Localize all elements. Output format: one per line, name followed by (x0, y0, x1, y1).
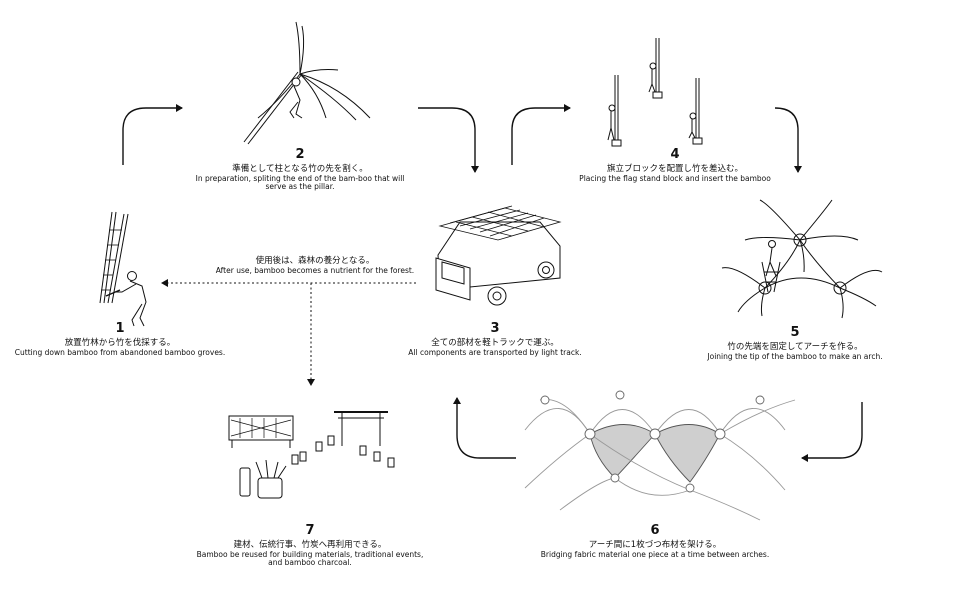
step-text-en: Placing the flag stand block and insert … (579, 173, 771, 183)
forest-nutrient-note: 使用後は、森林の養分となる。 After use, bamboo becomes… (200, 256, 430, 275)
step-text-en: Cutting down bamboo from abandoned bambo… (14, 347, 226, 357)
step-3-caption: 3 全ての部材を軽トラックで運ぶ。 All components are tra… (380, 321, 610, 357)
arrow-6-to-3 (453, 397, 516, 459)
step-text-ja: 準備として柱となる竹の先を割く。 (232, 163, 368, 174)
step-number: 3 (490, 321, 500, 336)
step-text-ja: 旗立ブロックを配置し竹を差込む。 (606, 163, 743, 174)
step-number: 2 (295, 147, 305, 162)
step-7-caption: 7 建材、伝統行事、竹炭へ再利用できる。 Bamboo be reused fo… (195, 523, 425, 568)
arrow-2-to-3 (418, 107, 479, 173)
step-number: 5 (790, 325, 800, 340)
step-6-caption: 6 アーチ間に1枚づつ布材を架ける。 Bridging fabric mater… (530, 523, 780, 559)
illustration-light-truck (435, 205, 562, 306)
step-text-ja: 全ての部材を軽トラックで運ぶ。 (431, 337, 559, 348)
arrow-1-to-2 (122, 104, 183, 165)
step-1-caption: 1 放置竹林から竹を伐採する。 Cutting down bamboo from… (10, 321, 230, 357)
illustration-flag-stand-blocks (607, 38, 703, 147)
step-number: 4 (670, 147, 680, 162)
step-number: 7 (305, 523, 315, 538)
step-text-en: Bridging fabric material one piece at a … (540, 549, 770, 559)
step-text-en: Bamboo be reused for building materials,… (196, 549, 424, 568)
arrow-3-to-4 (511, 104, 571, 165)
illustration-fabric-canopy (524, 390, 796, 521)
arrow-5-to-6 (801, 402, 863, 462)
step-number: 6 (650, 523, 660, 538)
note-text-en: After use, bamboo becomes a nutrient for… (215, 266, 415, 276)
step-text-ja: 竹の先端を固定してアーチを作る。 (727, 341, 863, 352)
arrow-4-to-5 (774, 107, 802, 173)
illustration-reuse-items (228, 411, 395, 499)
illustration-cutting-bamboo (99, 211, 147, 327)
step-text-ja: 建材、伝統行事、竹炭へ再利用できる。 (233, 539, 387, 550)
note-text-ja: 使用後は、森林の養分となる。 (255, 256, 375, 266)
illustration-arch-frame (721, 199, 883, 319)
step-4-caption: 4 旗立ブロックを配置し竹を差込む。 Placing the flag stan… (550, 147, 800, 183)
dotted-arrows (161, 279, 416, 386)
illustration-split-bamboo (243, 21, 371, 145)
step-5-caption: 5 竹の先端を固定してアーチを作る。 Joining the tip of th… (680, 325, 910, 361)
step-number: 1 (115, 321, 125, 336)
flow-arrows (122, 104, 863, 462)
step-text-en: All components are transported by light … (408, 347, 582, 357)
step-text-en: In preparation, spliting the end of the … (195, 173, 405, 192)
step-2-caption: 2 準備として柱となる竹の先を割く。 In preparation, split… (185, 147, 415, 192)
step-text-en: Joining the tip of the bamboo to make an… (707, 351, 883, 361)
step-text-ja: 放置竹林から竹を伐採する。 (64, 337, 176, 348)
step-text-ja: アーチ間に1枚づつ布材を架ける。 (588, 539, 722, 550)
